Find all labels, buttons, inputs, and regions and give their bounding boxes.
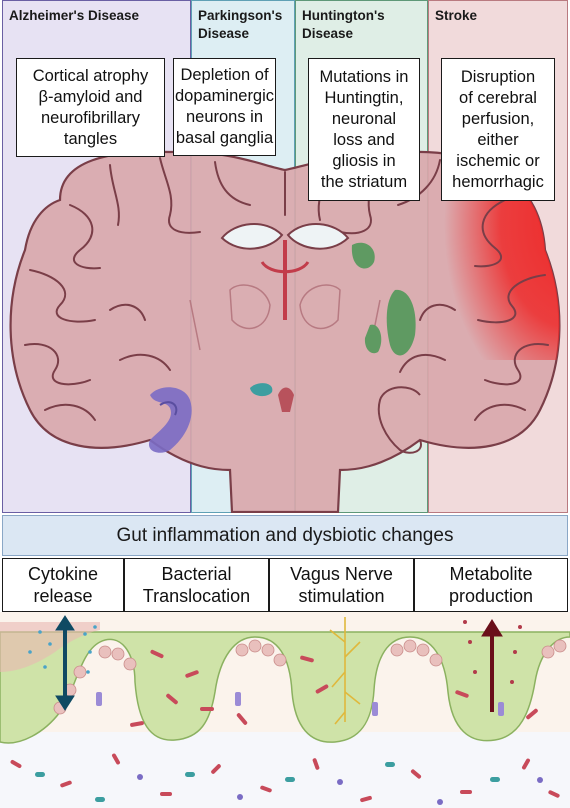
lumen-bacteria (130, 649, 538, 727)
panel-title-parkinsons: Parkingson's Disease (198, 8, 283, 41)
desc-stroke: Disruption of cerebral perfusion, either… (441, 58, 555, 201)
lateral-ventricles (220, 222, 350, 320)
metabolite-dots (463, 620, 522, 684)
desc-parkinsons: Depletion of dopaminergic neurons in bas… (173, 58, 276, 156)
third-ventricle (278, 387, 294, 412)
metabolite-arrow (481, 619, 503, 712)
cytokine-dots (28, 625, 97, 674)
epithelial-cells (53, 639, 567, 715)
cytokine-arrow (55, 615, 75, 711)
mechanism-vagus-nerve-stimulation: Vagus Nerve stimulation (269, 558, 414, 612)
intestinal-wall (0, 631, 570, 744)
hippocampus-right (377, 386, 422, 454)
brain-outline (9, 150, 561, 513)
panel-title-stroke: Stroke (435, 8, 478, 23)
desc-alzheimers: Cortical atrophy β-amyloid and neurofibr… (16, 58, 165, 157)
gut-inflammation-banner: Gut inflammation and dysbiotic changes (2, 515, 568, 556)
vagus-nerve (329, 617, 361, 725)
mechanism-cytokine-release: Cytokine release (2, 558, 124, 612)
goblet-cells (96, 692, 504, 716)
panel-title-alzheimers: Alzheimer's Disease (9, 8, 140, 23)
brain-coronal-section-illustration (9, 150, 561, 513)
parkinson-substantia-nigra-lesion (250, 383, 273, 397)
panel-title-huntingtons: Huntington's Disease (302, 8, 385, 41)
huntington-striatum-lesion (351, 242, 416, 356)
gut-epithelium-illustration (0, 612, 570, 808)
mechanism-bacterial-translocation: Bacterial Translocation (124, 558, 269, 612)
mechanism-metabolite-production: Metabolite production (414, 558, 568, 612)
submucosa-microbes (10, 753, 560, 805)
alzheimer-hippocampus-lesion (149, 387, 192, 453)
desc-huntingtons: Mutations in Huntingtin, neuronal loss a… (308, 58, 420, 201)
